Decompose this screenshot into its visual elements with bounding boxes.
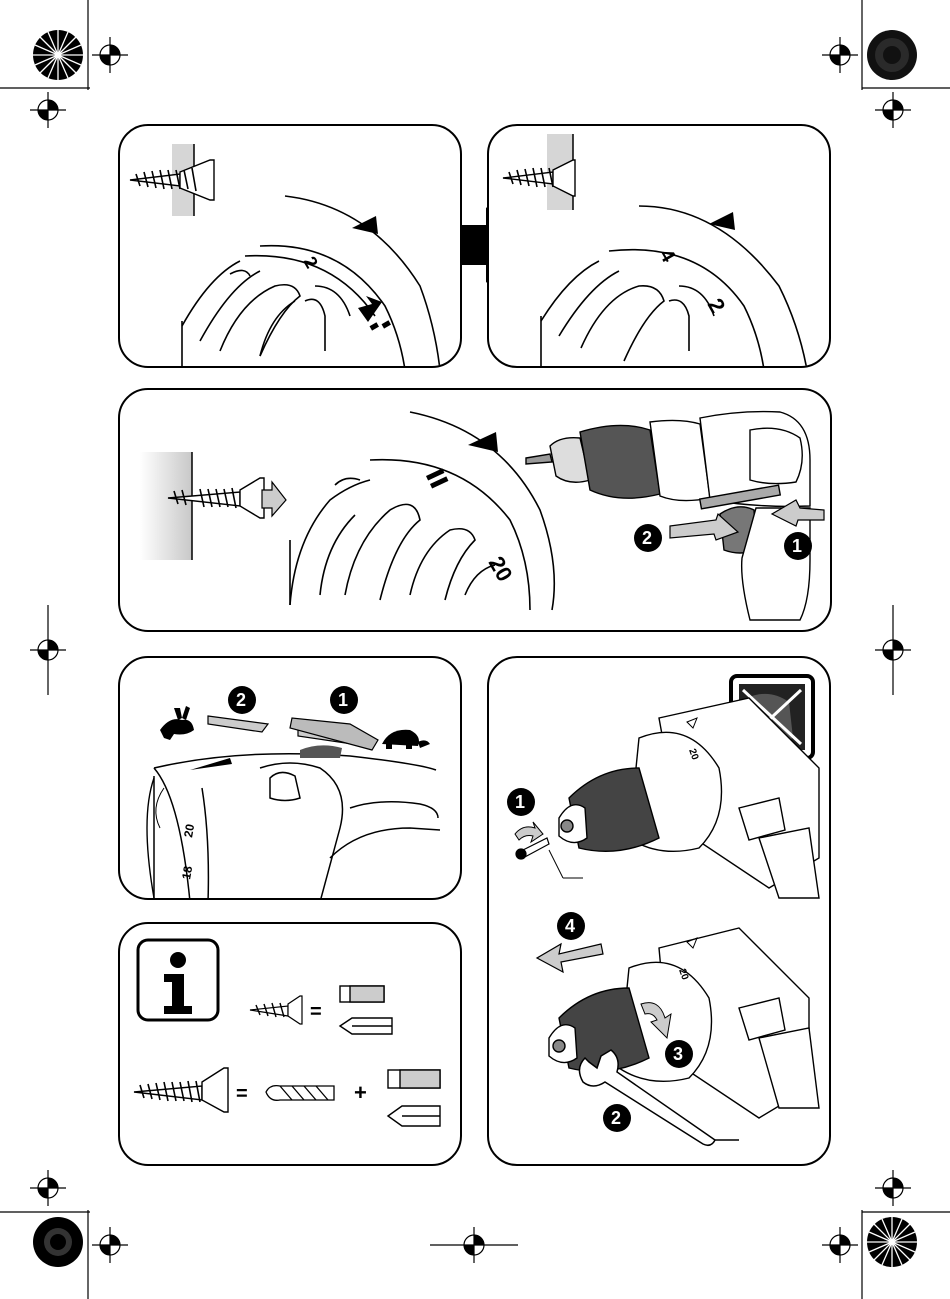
dial-index-triangle-icon (709, 212, 735, 230)
svg-text:2: 2 (611, 1108, 621, 1128)
info-icon (138, 940, 218, 1020)
large-screw-icon (134, 1068, 228, 1112)
dial-index-triangle-icon (352, 216, 378, 234)
phillips-bit-icon (340, 1018, 392, 1034)
svg-text:2: 2 (236, 690, 246, 710)
dial-number: 4 (655, 246, 680, 267)
drill-setting-icon (426, 468, 448, 488)
panel-bit-selection-info: = = + (118, 922, 462, 1166)
panel-speed-switch: 2 1 20 18 (118, 656, 462, 900)
drill-bit-icon (266, 1086, 334, 1101)
wall-icon (140, 452, 192, 560)
drill-illustration (526, 412, 810, 620)
small-screw-icon (250, 996, 302, 1024)
color-bar-disk-icon (867, 30, 917, 1267)
equals-sign: = (236, 1083, 248, 1105)
dial-number: 18 (179, 865, 195, 881)
equals-sign: = (310, 1001, 322, 1023)
rabbit-fast-icon (160, 706, 194, 740)
flat-bit-icon (388, 1070, 440, 1088)
panel-torque-setting-low: 2 (118, 124, 462, 368)
flat-bit-icon (340, 986, 384, 1002)
dial-number: 20 (484, 552, 518, 586)
plus-sign: + (354, 1080, 367, 1105)
turtle-slow-icon (382, 730, 430, 749)
svg-text:2: 2 (642, 528, 652, 548)
step-badge: 2 (634, 524, 662, 552)
dial-number: 2 (300, 253, 322, 272)
panel-chuck-bit-change: 20 1 20 4 (487, 656, 831, 1166)
panel-gear-selection: 20 2 1 (118, 388, 832, 632)
direction-arrow-icon (262, 482, 286, 516)
step-badge: 1 (330, 686, 358, 714)
svg-text:4: 4 (565, 916, 575, 936)
svg-text:1: 1 (515, 792, 525, 812)
push-arrow-icon (537, 944, 603, 972)
dial-number: 2 (703, 294, 731, 317)
switch-arrow-icon (208, 716, 268, 732)
rotate-arrow-icon (515, 822, 543, 842)
step-badge: 3 (665, 1040, 693, 1068)
svg-text:3: 3 (673, 1044, 683, 1064)
step-badge: 2 (603, 1104, 631, 1132)
svg-text:1: 1 (792, 536, 802, 556)
dial-number: 20 (181, 823, 197, 839)
svg-text:1: 1 (338, 690, 348, 710)
phillips-bit-icon (388, 1106, 440, 1126)
step-badge: 4 (557, 912, 585, 940)
step-badge: 1 (784, 532, 812, 560)
step-badge: 2 (228, 686, 256, 714)
screw-icon (503, 160, 575, 196)
step-badge: 1 (507, 788, 535, 816)
panel-torque-setting-high: 2 4 (487, 124, 831, 368)
